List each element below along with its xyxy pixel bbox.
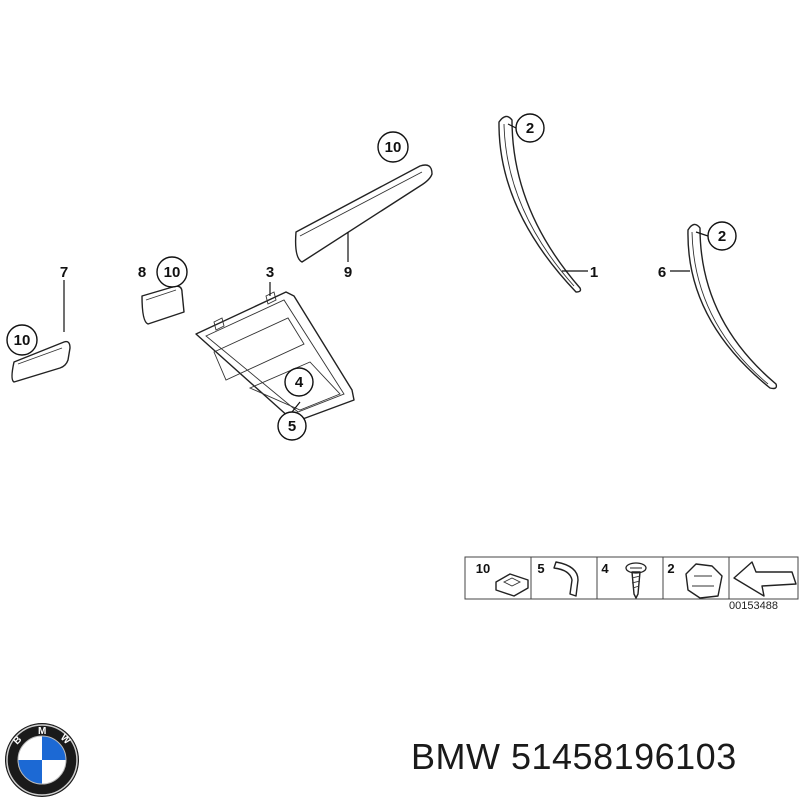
- part-7-panel: [11, 340, 71, 383]
- legend-number-2: 2: [667, 561, 674, 576]
- leader-2a: [507, 123, 517, 129]
- legend-number-4: 4: [601, 561, 609, 576]
- fastener-legend: 10 5 4 2: [464, 556, 799, 600]
- svg-text:2: 2: [526, 120, 534, 137]
- screw-icon: [625, 562, 647, 599]
- callout-7: 7: [60, 264, 68, 281]
- callout-9: 9: [344, 264, 352, 281]
- part-1-curved-trim: [498, 115, 582, 293]
- leader-5: [291, 401, 301, 413]
- svg-text:4: 4: [295, 374, 304, 391]
- callout-10-bubble-a: 10: [377, 131, 409, 163]
- part-8-cover: [141, 285, 185, 325]
- svg-text:10: 10: [385, 139, 402, 156]
- svg-text:2: 2: [718, 228, 726, 245]
- callout-10-bubble-c: 10: [6, 324, 38, 356]
- bmw-logo: B M W: [5, 723, 79, 797]
- clip-nut-icon: [495, 573, 529, 597]
- callout-8: 8: [138, 264, 146, 281]
- callout-3: 3: [266, 264, 274, 281]
- svg-text:10: 10: [164, 264, 181, 281]
- clamp-clip-icon: [685, 563, 723, 599]
- callout-2-bubble-a: 2: [515, 113, 545, 143]
- svg-text:10: 10: [14, 332, 31, 349]
- leader-2b: [695, 231, 709, 237]
- direction-arrow-icon: [733, 561, 797, 597]
- spring-clip-icon: [553, 561, 579, 597]
- part-3-console-trim: [195, 291, 355, 421]
- part-9-trim-strip: [294, 164, 433, 263]
- part-6-curved-trim: [687, 223, 778, 390]
- callout-2-bubble-b: 2: [707, 221, 737, 251]
- svg-text:M: M: [38, 726, 46, 737]
- legend-number-10: 10: [476, 561, 490, 576]
- callout-4-bubble: 4: [284, 367, 314, 397]
- svg-text:5: 5: [288, 418, 296, 435]
- callout-5-bubble: 5: [277, 411, 307, 441]
- callout-1: 1: [590, 264, 598, 281]
- part-number-caption: BMW 51458196103: [411, 736, 737, 777]
- legend-number-5: 5: [537, 561, 544, 576]
- diagram-reference-number: 00153488: [729, 600, 778, 612]
- callout-10-bubble-b: 10: [156, 256, 188, 288]
- callout-6: 6: [658, 264, 666, 281]
